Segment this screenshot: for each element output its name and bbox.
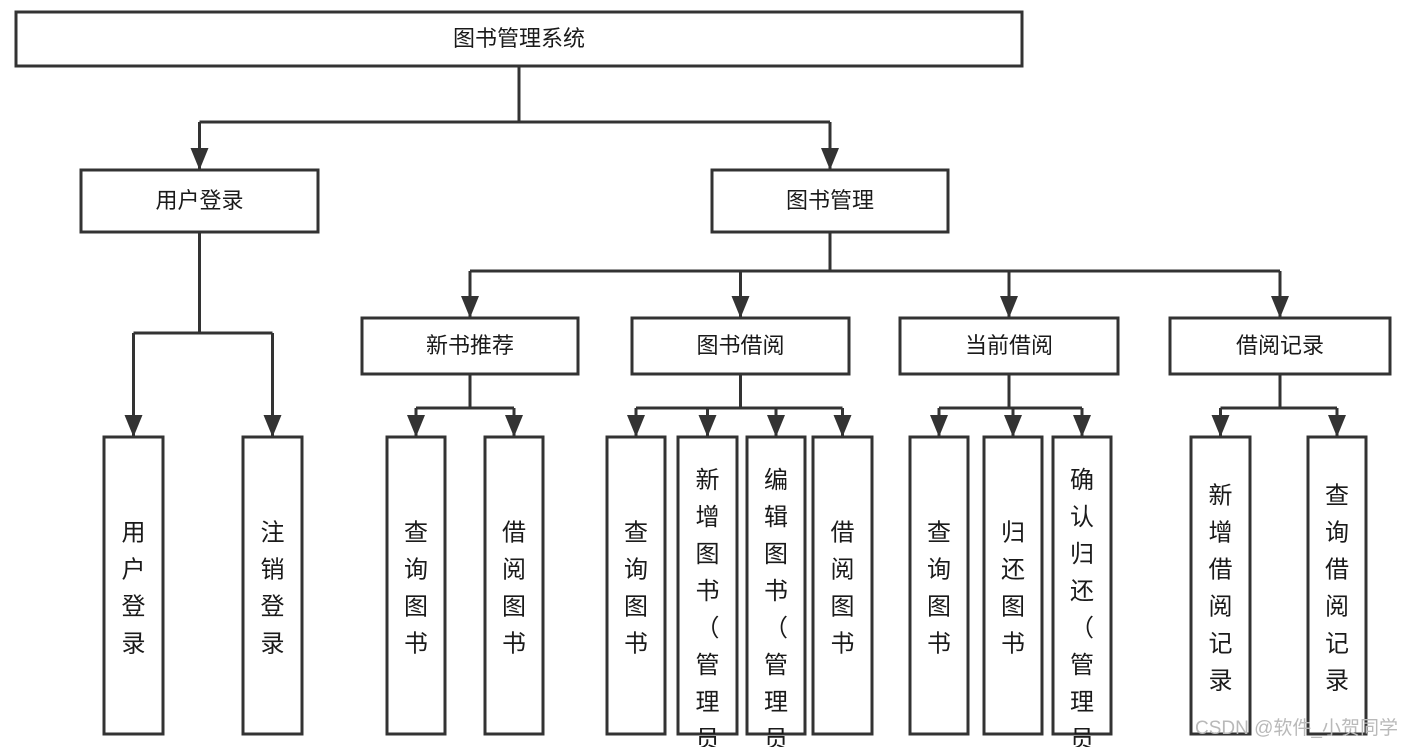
node-box[interactable] xyxy=(811,435,874,736)
level3-node-book-borrow[interactable]: 图书借阅 xyxy=(630,316,851,376)
node-box[interactable] xyxy=(630,316,851,376)
node-box[interactable] xyxy=(1306,435,1368,736)
node-label: 查询图书 xyxy=(624,519,648,657)
leaf-node-leaf-edit-book[interactable]: 编辑图书（管理员） xyxy=(745,435,807,747)
node-label: 归还图书 xyxy=(1001,519,1025,657)
level3-node-borrow-record[interactable]: 借阅记录 xyxy=(1168,316,1392,376)
arrow-head-icon xyxy=(821,148,839,170)
node-label: 借阅图书 xyxy=(831,519,855,657)
node-label: 图书管理系统 xyxy=(453,26,585,51)
node-label: 确认归还（管理员） xyxy=(1070,467,1094,747)
node-label: 当前借阅 xyxy=(965,333,1053,358)
csdn-watermark: CSDN @软件_小贺同学 xyxy=(1195,717,1398,739)
node-label: 用户登录 xyxy=(122,519,146,657)
level2-node-book-management[interactable]: 图书管理 xyxy=(710,168,950,234)
leaf-node-leaf-user-login[interactable]: 用户登录 xyxy=(102,435,165,736)
connector-layer xyxy=(124,66,1346,437)
arrow-head-icon xyxy=(1328,415,1346,437)
node-label: 查询图书 xyxy=(927,519,951,657)
node-box[interactable] xyxy=(1189,435,1252,736)
arrow-head-icon xyxy=(731,296,750,318)
node-label: 借阅图书 xyxy=(502,519,526,657)
arrow-head-icon xyxy=(1073,415,1091,437)
leaf-node-leaf-add-book[interactable]: 新增图书（管理员） xyxy=(676,435,739,747)
node-box[interactable] xyxy=(605,435,667,736)
node-label: 新增借阅记录 xyxy=(1209,482,1233,694)
arrow-head-icon xyxy=(505,415,523,437)
node-label: 新增图书（管理员） xyxy=(696,467,720,747)
node-box[interactable] xyxy=(710,168,950,234)
leaf-node-leaf-query-book-borrow[interactable]: 查询图书 xyxy=(605,435,667,736)
node-box[interactable] xyxy=(241,435,304,736)
leaf-node-leaf-borrow-book[interactable]: 借阅图书 xyxy=(811,435,874,736)
node-label: 图书借阅 xyxy=(696,333,784,358)
arrow-head-icon xyxy=(627,415,645,437)
node-box[interactable] xyxy=(385,435,447,736)
leaf-node-leaf-query-borrow-record[interactable]: 查询借阅记录 xyxy=(1306,435,1368,736)
arrow-head-icon xyxy=(407,415,425,437)
leaf-node-leaf-query-book-current[interactable]: 查询图书 xyxy=(908,435,970,736)
node-label: 查询图书 xyxy=(404,519,428,657)
node-box[interactable] xyxy=(360,316,580,376)
arrow-head-icon xyxy=(124,415,143,437)
leaf-node-leaf-add-borrow-record[interactable]: 新增借阅记录 xyxy=(1189,435,1252,736)
node-box[interactable] xyxy=(908,435,970,736)
node-box[interactable] xyxy=(14,10,1024,68)
node-label: 借阅记录 xyxy=(1236,333,1324,358)
node-box[interactable] xyxy=(676,435,739,736)
leaf-node-leaf-return-book[interactable]: 归还图书 xyxy=(982,435,1044,736)
arrow-head-icon xyxy=(1211,415,1230,437)
arrow-head-icon xyxy=(1000,296,1018,318)
node-label: 编辑图书（管理员） xyxy=(764,467,788,747)
node-box[interactable] xyxy=(982,435,1044,736)
arrow-head-icon xyxy=(833,415,852,437)
node-label: 查询借阅记录 xyxy=(1325,482,1349,694)
leaf-node-leaf-confirm-return[interactable]: 确认归还（管理员） xyxy=(1051,435,1113,747)
leaf-node-leaf-borrow-book-rec[interactable]: 借阅图书 xyxy=(483,435,545,736)
node-box[interactable] xyxy=(898,316,1120,376)
node-box[interactable] xyxy=(79,168,320,234)
arrow-head-icon xyxy=(461,296,479,318)
arrow-head-icon xyxy=(190,148,209,170)
level2-node-user-login[interactable]: 用户登录 xyxy=(79,168,320,234)
arrow-head-icon xyxy=(767,415,785,437)
level3-node-current-borrow[interactable]: 当前借阅 xyxy=(898,316,1120,376)
node-label: 用户登录 xyxy=(155,188,243,213)
level3-node-new-book-recommend[interactable]: 新书推荐 xyxy=(360,316,580,376)
arrow-head-icon xyxy=(930,415,948,437)
root-node-book-management-system[interactable]: 图书管理系统 xyxy=(14,10,1024,68)
node-label: 新书推荐 xyxy=(426,333,514,358)
node-box[interactable] xyxy=(1168,316,1392,376)
node-box[interactable] xyxy=(102,435,165,736)
node-label: 注销登录 xyxy=(261,519,285,657)
arrow-head-icon xyxy=(1004,415,1022,437)
node-box[interactable] xyxy=(1051,435,1113,736)
node-box[interactable] xyxy=(483,435,545,736)
arrow-head-icon xyxy=(698,415,717,437)
leaf-node-leaf-query-book-rec[interactable]: 查询图书 xyxy=(385,435,447,736)
leaf-node-leaf-logout[interactable]: 注销登录 xyxy=(241,435,304,736)
arrow-head-icon xyxy=(1271,296,1289,318)
arrow-head-icon xyxy=(263,415,282,437)
node-layer: 图书管理系统用户登录图书管理新书推荐图书借阅当前借阅借阅记录用户登录注销登录查询… xyxy=(14,10,1392,747)
node-label: 图书管理 xyxy=(786,188,874,213)
node-box[interactable] xyxy=(745,435,807,736)
